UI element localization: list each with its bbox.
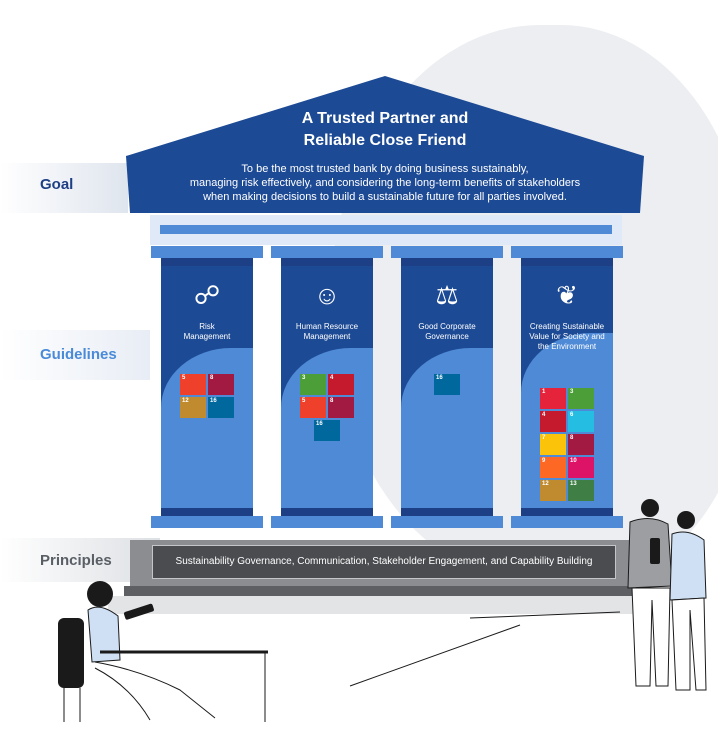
roof-shape: [126, 76, 644, 213]
column-base: [391, 516, 503, 528]
guidelines-label: Guidelines: [40, 346, 117, 363]
column-base: [151, 516, 263, 528]
column-label-line2: Management: [303, 332, 351, 341]
column-cap: [151, 246, 263, 258]
column-cap-inner: [281, 258, 373, 266]
goal-band: [0, 163, 128, 213]
column-base-inner: [401, 508, 493, 516]
column-shaft: ⚖ Good Corporate Governance 16: [401, 266, 493, 508]
hand-plant-icon: ❦: [556, 280, 578, 310]
sdg-tile: 5: [300, 397, 326, 418]
column-corporate-governance: ⚖ Good Corporate Governance 16: [391, 246, 503, 528]
roof-title-line2: Reliable Close Friend: [303, 132, 467, 149]
roof-desc-line3: when making decisions to build a sustain…: [203, 191, 567, 203]
sdg-tile: 16: [434, 374, 460, 395]
column-label-line1: Good Corporate: [418, 322, 476, 331]
sdg-tile: 16: [314, 420, 340, 441]
sdg-tile: 10: [568, 457, 594, 478]
foundation-step-dark: [124, 586, 634, 596]
roof-title-line1: A Trusted Partner and: [301, 110, 469, 127]
column-shaft: ❦ Creating Sustainable Value for Society…: [521, 266, 613, 508]
column-base-inner: [521, 508, 613, 516]
column-label: Creating Sustainable Value for Society a…: [525, 322, 609, 352]
column-cap-inner: [521, 258, 613, 266]
seated-woman-illustration: [58, 581, 268, 722]
guidelines-band: [0, 330, 150, 380]
column-label: Human Resource Management: [285, 322, 369, 342]
sdg-tile: 6: [568, 411, 594, 432]
foundation-step-light: [108, 596, 648, 614]
column-label-line2: Management: [183, 332, 231, 341]
roof-title: A Trusted Partner and Reliable Close Fri…: [150, 108, 620, 152]
sdg-tile: 12: [540, 480, 566, 501]
column-base: [511, 516, 623, 528]
column-shaft-highlight: [521, 333, 613, 508]
sdg-tile: 16: [208, 397, 234, 418]
sdg-tile: 12: [180, 397, 206, 418]
sdg-tile: 4: [328, 374, 354, 395]
column-base-inner: [281, 508, 373, 516]
column-shaft-highlight: [401, 348, 493, 508]
column-label-line1: Human Resource: [295, 322, 359, 331]
column-cap: [511, 246, 623, 258]
sdg-grid: 16: [401, 374, 493, 395]
principles-box: Sustainability Governance, Communication…: [152, 545, 616, 579]
scales-icon: ⚖: [435, 280, 459, 310]
hand-network-icon: ☍: [193, 280, 221, 310]
column-sustainable-value: ❦ Creating Sustainable Value for Society…: [511, 246, 623, 528]
column-cap: [391, 246, 503, 258]
beam-inner: [160, 225, 612, 234]
roof-description: To be the most trusted bank by doing bus…: [140, 162, 630, 204]
column-label: Risk Management: [165, 322, 249, 342]
roof-desc-line1: To be the most trusted bank by doing bus…: [241, 163, 529, 175]
column-cap: [271, 246, 383, 258]
people-illustration: [58, 499, 707, 722]
column-base: [271, 516, 383, 528]
sdg-tile: 8: [328, 397, 354, 418]
sdg-tile: 9: [540, 457, 566, 478]
sdg-tile: 1: [540, 388, 566, 409]
sdg-tile: 8: [208, 374, 234, 395]
sdg-tile: 5: [180, 374, 206, 395]
column-shaft-highlight: [161, 348, 253, 508]
column-cap-inner: [161, 258, 253, 266]
column-label-line1: Creating Sustainable: [529, 322, 605, 331]
column-cap-inner: [401, 258, 493, 266]
floor-line: [349, 624, 521, 687]
column-label-line2: Governance: [425, 332, 469, 341]
column-label-line2: Value for Society and: [529, 332, 605, 341]
roof-desc-line2: managing risk effectively, and consideri…: [189, 177, 581, 189]
column-label: Good Corporate Governance: [405, 322, 489, 342]
floor-line: [469, 611, 621, 619]
sdg-tile: 4: [540, 411, 566, 432]
people-group-icon: ☺: [313, 280, 341, 310]
sdg-tile: 8: [568, 434, 594, 455]
goal-label: Goal: [40, 176, 74, 193]
sdg-tile: 3: [300, 374, 326, 395]
column-base-inner: [161, 508, 253, 516]
sdg-tile: 7: [540, 434, 566, 455]
sdg-tile: 3: [568, 388, 594, 409]
column-label-line3: the Environment: [537, 342, 597, 351]
sdg-tile: 13: [568, 480, 594, 501]
principles-label: Principles: [40, 552, 112, 569]
standing-people-illustration: [627, 499, 707, 691]
column-label-line1: Risk: [199, 322, 215, 331]
